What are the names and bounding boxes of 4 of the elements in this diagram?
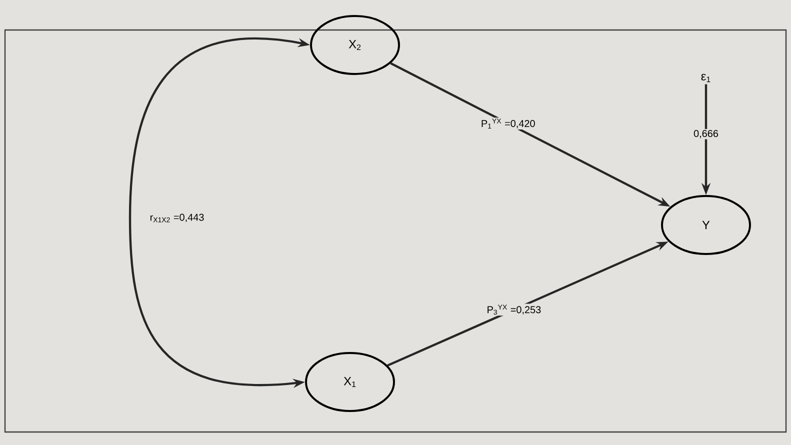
edge-label: 0,666 (692, 129, 720, 140)
edge-label: P$_{1}$$^{YX}$ =0,420 (480, 118, 536, 130)
error-term: ε$_{1}$ (701, 74, 710, 82)
edge-label: P$_{3}$$^{YX}$ =0,253 (486, 304, 542, 316)
